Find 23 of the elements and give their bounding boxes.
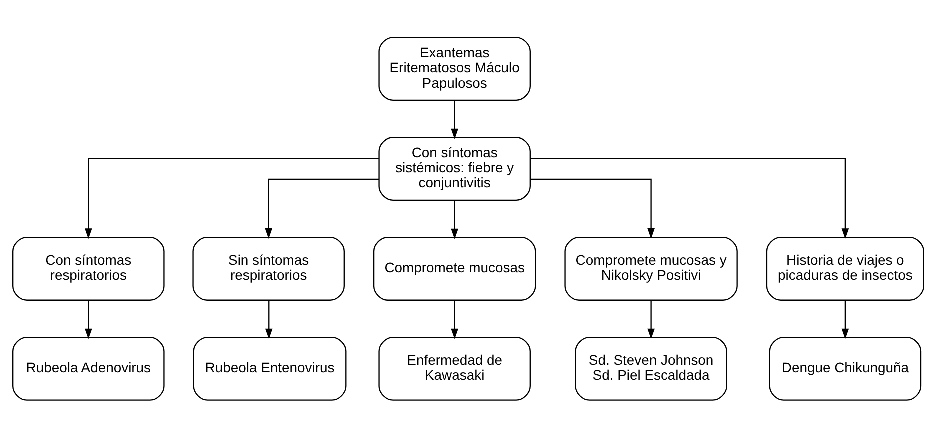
node-box: Exantemas Eritematosos Máculo Papulosos: [378, 37, 531, 101]
node-box: Enfermedad de Kawasaki: [378, 337, 531, 401]
arrow: [530, 158, 850, 240]
node-box: Con síntomas sistémicos: fiebre y conjuntivitis: [378, 137, 531, 201]
node-box: Compromete mucosas: [373, 237, 536, 301]
arrow: [84, 300, 92, 340]
node-box: Rubeola Adenovirus: [12, 337, 165, 401]
arrow: [451, 100, 459, 140]
arrow: [265, 300, 273, 340]
node-box: Rubeola Entenovirus: [193, 337, 347, 401]
node-box: Sin síntomas respiratorios: [192, 237, 345, 301]
arrow: [842, 300, 850, 340]
node-box: Dengue Chikunguña: [769, 337, 922, 401]
arrow: [451, 200, 459, 240]
node-box: Sd. Steven Johnson Sd. Piel Escaldada: [575, 337, 728, 401]
arrow: [451, 300, 459, 340]
arrow: [265, 178, 380, 239]
node-box: Compromete mucosas y Nikolsky Positivi: [564, 237, 738, 301]
node-box: Con síntomas respiratorios: [12, 237, 165, 301]
node-box: Historia de viajes o picaduras de insectos: [766, 237, 924, 301]
arrow: [648, 300, 655, 340]
arrow: [84, 158, 379, 240]
arrow: [530, 178, 655, 239]
